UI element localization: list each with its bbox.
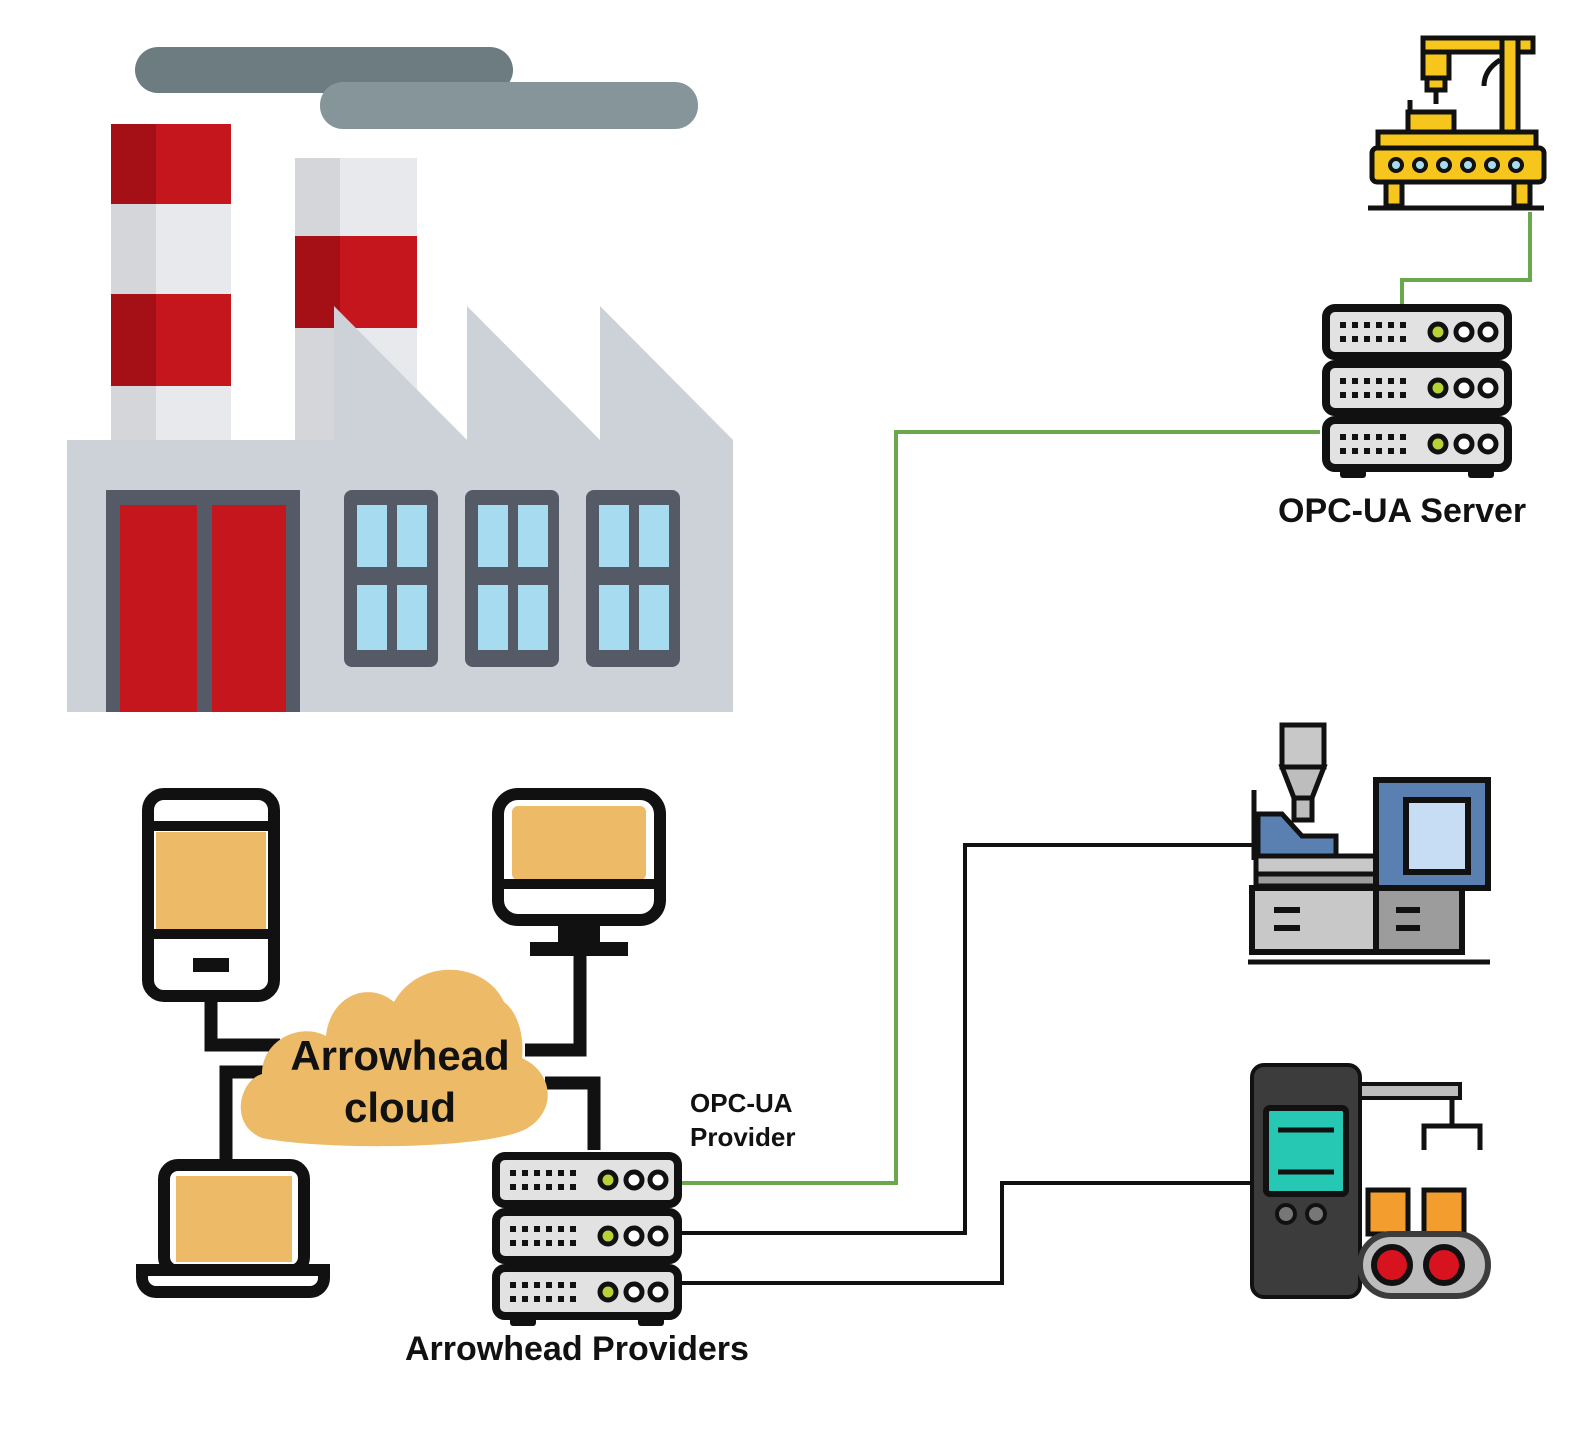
smartphone-icon (142, 788, 280, 1002)
opc-ua-server-stack-icon (1326, 308, 1508, 478)
arrowhead-cloud-label: Arrowhead cloud (290, 1032, 510, 1131)
factory-icon (67, 47, 733, 712)
link-laptop-to-cloud (219, 1065, 265, 1165)
link-opc-server-to-provider (678, 430, 1320, 1185)
conveyor-machine-icon (1250, 1063, 1491, 1299)
monitor-icon (492, 788, 666, 956)
opc-ua-provider-label: OPC-UA Provider (690, 1088, 796, 1152)
arrowhead-providers-label: Arrowhead Providers (405, 1330, 749, 1368)
link-phone-to-cloud (204, 995, 280, 1052)
crane-machine-icon (1368, 35, 1547, 211)
link-crane-to-opc-server (1400, 212, 1532, 308)
link-molding-machine-to-provider (678, 843, 1252, 1235)
cloud-icon (240, 969, 548, 1147)
link-cloud-to-providers (545, 1076, 601, 1150)
arrowhead-providers-stack-icon (496, 1156, 678, 1326)
link-monitor-to-cloud (525, 950, 587, 1057)
injection-molding-machine-icon (1248, 722, 1491, 965)
link-conveyor-machine-to-provider (678, 1181, 1252, 1285)
opc-ua-server-label: OPC-UA Server (1278, 492, 1527, 530)
laptop-icon (136, 1159, 330, 1298)
